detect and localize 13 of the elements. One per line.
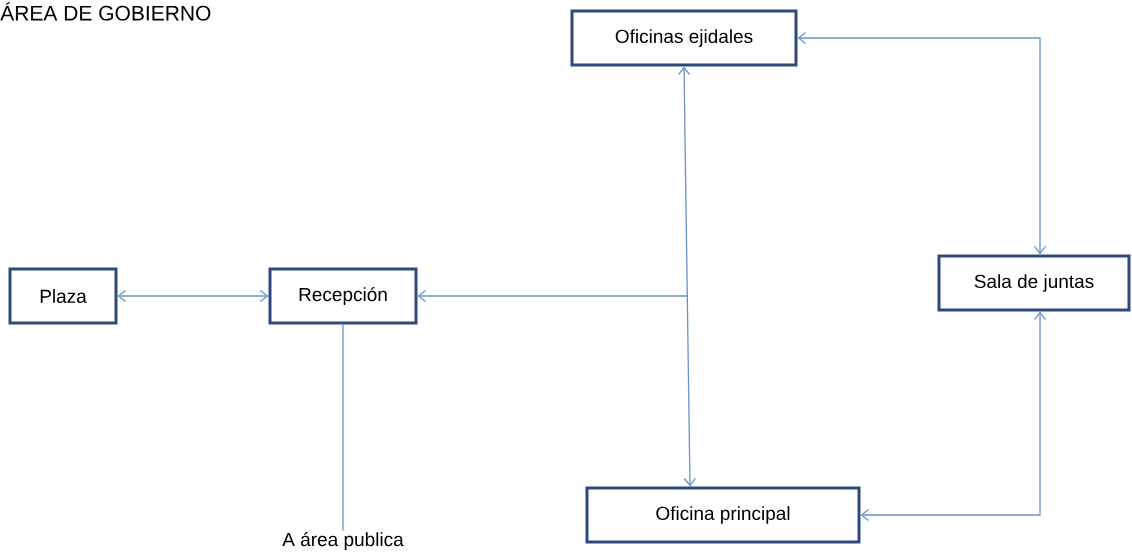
- room-box: Oficinas ejidales: [570, 9, 798, 67]
- arrow: [860, 311, 1047, 522]
- room-box: Oficina principal: [585, 486, 861, 544]
- room-box: Recepción: [268, 267, 418, 325]
- arrow: [797, 31, 1047, 255]
- title: ÁREA DE GOBIERNO: [0, 2, 211, 21]
- room-box: Sala de juntas: [937, 254, 1131, 312]
- room-box: Plaza: [8, 267, 118, 325]
- arrow: [117, 289, 269, 303]
- destination-label: A área publica: [282, 532, 404, 550]
- arrow: [677, 66, 697, 487]
- connector-line: [342, 323, 344, 532]
- arrow: [417, 289, 689, 303]
